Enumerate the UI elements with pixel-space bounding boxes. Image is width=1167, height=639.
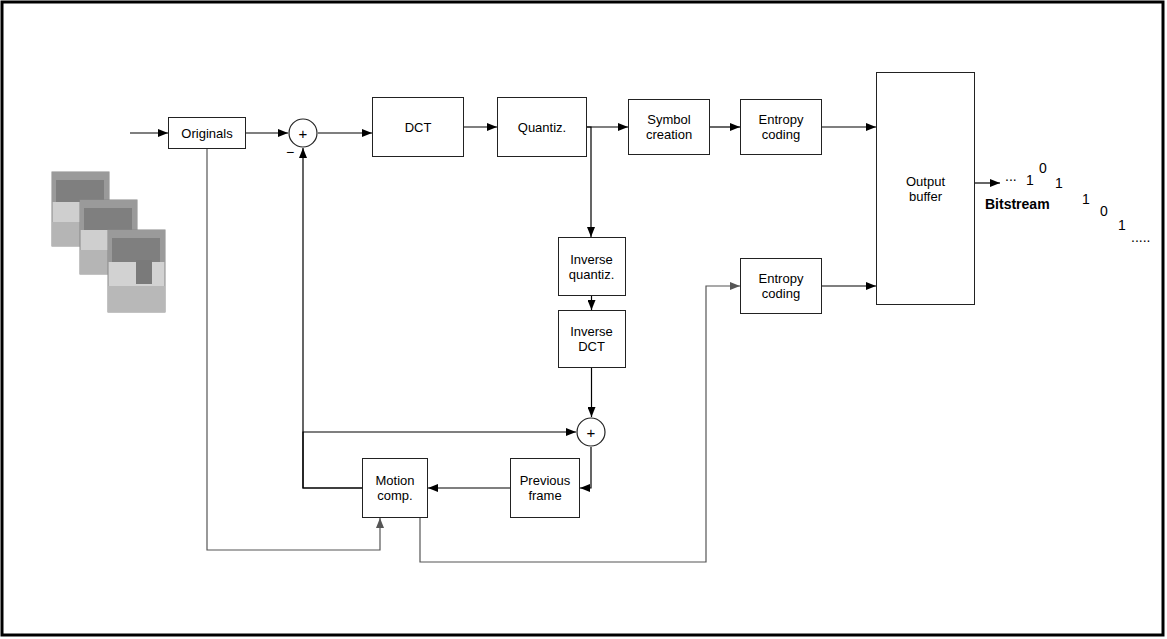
node-text: Previous frame: [515, 473, 575, 503]
bit-digit: 1: [1055, 175, 1063, 191]
process-box: Entropy coding: [740, 258, 822, 314]
bit-digit: 1: [1026, 172, 1034, 188]
signal-arrow: [420, 286, 740, 562]
video-frames-picture: [52, 172, 165, 312]
signal-arrow: [318, 132, 372, 133]
bit-digit: 1: [1118, 217, 1126, 233]
process-box: Quantiz.: [497, 97, 587, 157]
bit-digit: 0: [1039, 160, 1047, 176]
bit-digit: .....: [1131, 229, 1150, 245]
process-box: Previous frame: [510, 458, 580, 518]
summing-junction: +: [576, 417, 606, 447]
signal-arrow: [580, 447, 591, 488]
bit-digit: 0: [1100, 203, 1108, 219]
signal-arrow: [303, 148, 362, 488]
node-text: Entropy coding: [746, 112, 816, 142]
summing-junction: +: [288, 118, 318, 148]
signal-arrow: [591, 296, 592, 310]
node-text: Inverse DCT: [563, 324, 621, 354]
signal-arrow: [710, 126, 740, 127]
node-text: Inverse quantiz.: [563, 252, 621, 282]
input-arrow: [130, 132, 168, 133]
node-text: Quantiz.: [518, 120, 566, 135]
node-text: +: [587, 425, 596, 440]
process-box: Inverse quantiz.: [558, 237, 626, 296]
process-box: Motion comp.: [362, 458, 428, 518]
process-box: DCT: [372, 97, 464, 157]
signal-arrow: [591, 368, 592, 417]
process-box: Originals: [168, 117, 246, 149]
node-text: +: [299, 126, 308, 141]
process-box: Entropy coding: [740, 99, 822, 155]
node-text: Originals: [181, 126, 232, 141]
signal-arrow: [428, 487, 510, 488]
node-text: Entropy coding: [746, 271, 816, 301]
signal-arrow: [464, 126, 497, 127]
node-text: Symbol creation: [634, 112, 704, 142]
signal-arrow: [822, 126, 876, 127]
bit-digit: ...: [1005, 168, 1017, 184]
signal-arrow: [587, 127, 591, 237]
process-box: Symbol creation: [628, 99, 710, 155]
minus-sign: −: [286, 144, 294, 160]
process-box: Inverse DCT: [558, 310, 626, 368]
bitstream-label: Bitstream: [985, 196, 1050, 212]
signal-arrow: [822, 285, 876, 286]
node-text: Output buffer: [896, 174, 956, 204]
output-arrow: [975, 182, 1000, 183]
process-box: Output buffer: [876, 72, 975, 305]
signal-arrow: [207, 149, 380, 550]
bit-digit: 1: [1082, 191, 1090, 207]
signal-arrow: [246, 132, 288, 133]
node-text: DCT: [405, 120, 432, 135]
signal-arrow: [587, 126, 628, 127]
node-text: Motion comp.: [367, 473, 423, 503]
